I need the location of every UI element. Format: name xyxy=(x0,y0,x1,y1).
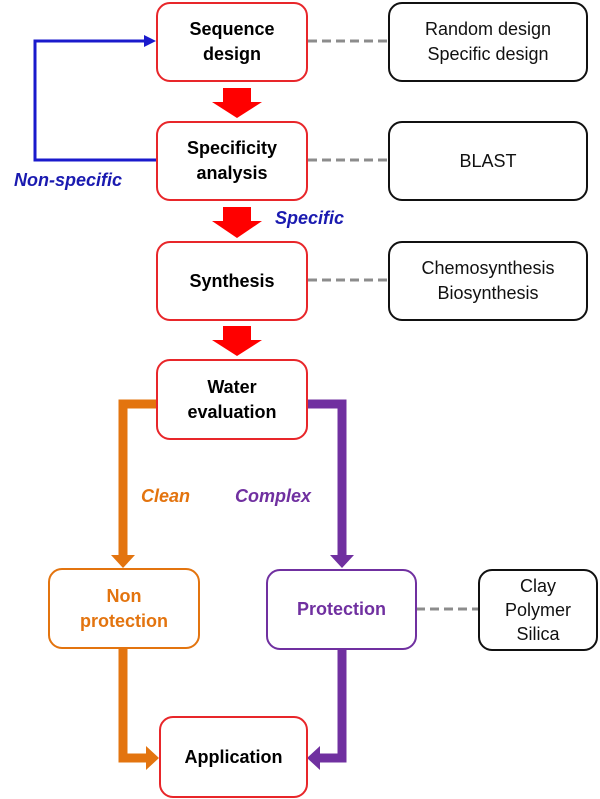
note-synthesis-methods: Chemosynthesis Biosynthesis xyxy=(388,241,588,321)
step-text-line: Protection xyxy=(296,599,386,619)
note-text-line: Biosynthesis xyxy=(437,283,539,303)
step-text-line: Application xyxy=(184,746,283,767)
step-synthesis: Synthesis xyxy=(156,241,308,321)
note-text-line: Polymer xyxy=(504,600,571,620)
label-specific: Specific xyxy=(275,208,345,228)
path-nonprotection-to-application xyxy=(118,649,148,763)
arrow-analysis-to-synthesis xyxy=(212,207,262,238)
note-design-methods: Random design Specific design xyxy=(388,2,588,82)
note-text-line: Clay xyxy=(519,576,556,596)
step-specificity-analysis: Specificity analysis xyxy=(156,121,308,201)
note-text-line: Random design xyxy=(424,19,552,39)
note-text-line: Silica xyxy=(516,624,560,644)
step-text-line: protection xyxy=(80,610,168,631)
path-complex xyxy=(308,399,347,560)
step-text-line: design xyxy=(202,44,261,64)
arrowhead-application-left xyxy=(146,746,159,770)
path-protection-to-application xyxy=(318,650,347,763)
note-text-line: Specific design xyxy=(427,44,549,64)
step-protection: Protection xyxy=(266,569,417,650)
note-analysis-tool: BLAST xyxy=(388,121,588,201)
step-text-line: analysis xyxy=(196,163,268,183)
label-complex: Complex xyxy=(235,486,312,506)
step-water-evaluation: Water evaluation xyxy=(156,359,308,440)
note-text-line: BLAST xyxy=(459,150,517,171)
arrowhead-application-right xyxy=(307,746,320,770)
arrowhead-clean xyxy=(111,555,135,568)
step-text-line: Synthesis xyxy=(189,270,275,291)
step-non-protection: Non protection xyxy=(48,568,200,649)
arrow-synthesis-to-water xyxy=(212,326,262,356)
arrowhead-complex xyxy=(330,555,354,568)
loop-arrowhead xyxy=(144,35,156,47)
step-text-line: Specificity xyxy=(186,138,278,158)
step-application: Application xyxy=(159,716,308,798)
path-clean xyxy=(118,399,156,560)
note-protection-materials: Clay Polymer Silica xyxy=(478,569,598,651)
step-text-line: Non xyxy=(106,585,142,606)
label-clean: Clean xyxy=(141,486,191,506)
step-text-line: evaluation xyxy=(187,401,277,422)
step-sequence-design: Sequence design xyxy=(156,2,308,82)
label-non-specific: Non-specific xyxy=(14,170,123,190)
note-text-line: Chemosynthesis xyxy=(421,258,555,278)
step-text-line: Water xyxy=(207,376,257,397)
loop-non-specific xyxy=(33,39,156,162)
step-text-line: Sequence xyxy=(189,19,275,39)
arrow-design-to-analysis xyxy=(212,88,262,118)
